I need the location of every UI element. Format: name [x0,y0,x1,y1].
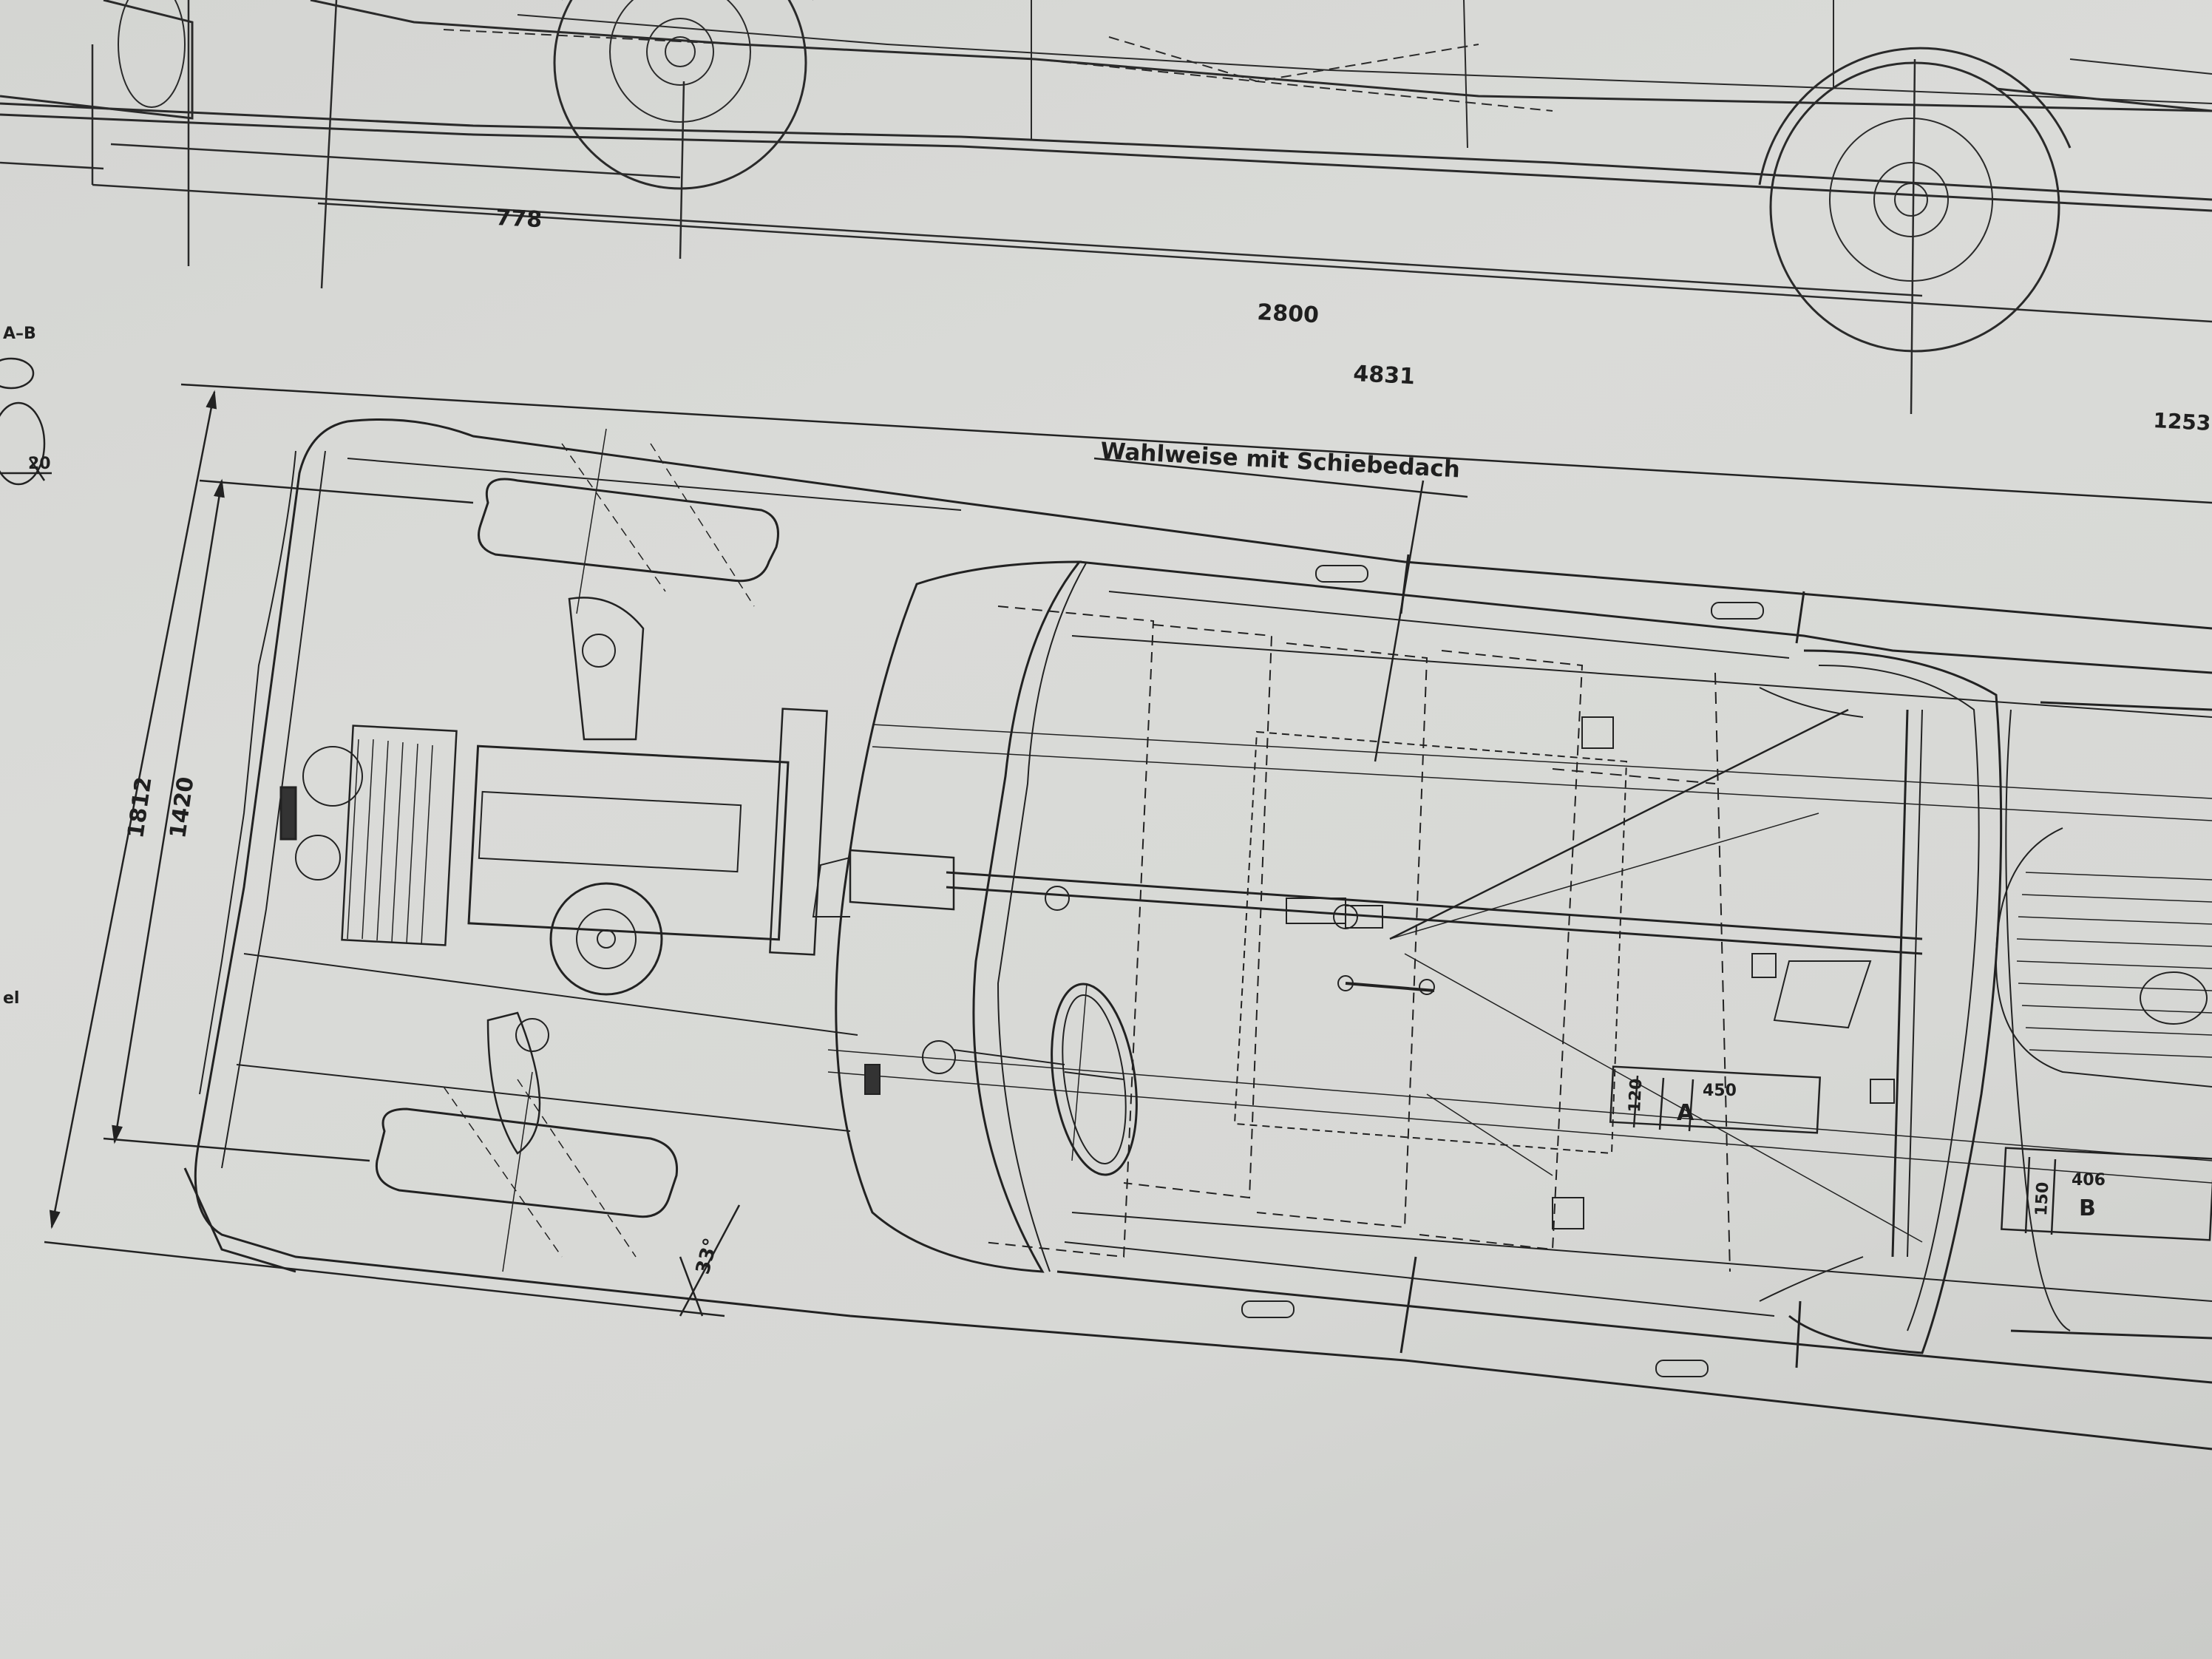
side-dimensions [0,0,2212,415]
dim-778: 778 [495,205,543,233]
box-labels: 120 450 A 150 406 B [1626,1078,2106,1221]
box-a-height: 120 [1626,1078,1646,1113]
front-wheel [553,0,813,190]
dim-1253: 1253 [2153,408,2212,435]
dim-4831: 4831 [1353,361,1416,390]
steering-wheel [922,983,1138,1176]
engine [279,597,955,1155]
box-b-letter: B [2079,1195,2096,1221]
dim-1420: 1420 [165,776,199,841]
dim-20: 20 [28,455,51,473]
box-a-letter: A [1677,1100,1694,1126]
angle-33: 33° [692,1236,723,1277]
plan-dimensions [44,383,2212,1317]
dim-2800: 2800 [1257,299,1320,328]
section-detail [0,357,52,486]
section-ab: A–B [3,325,36,343]
drive-shaft [946,871,1923,955]
sunroof-note: Wahlweise mit Schiebedach [1100,438,1461,483]
side-view [0,0,2212,353]
box-a [1609,1065,1822,1134]
plan-view [183,418,2212,1451]
box-b-height: 150 [2032,1181,2052,1216]
dimension-labels: 778 2800 4831 1253 1812 1420 20 33° A–B … [3,205,2211,1277]
dim-1812: 1812 [123,776,157,841]
front-left-wheel [478,428,779,614]
sunroof-label: Wahlweise mit Schiebedach [1100,438,1461,483]
box-b-width: 406 [2072,1171,2106,1190]
box-a-width: 450 [1703,1082,1737,1100]
front-right-wheel [375,1071,679,1272]
edge-fragment: el [3,989,19,1008]
